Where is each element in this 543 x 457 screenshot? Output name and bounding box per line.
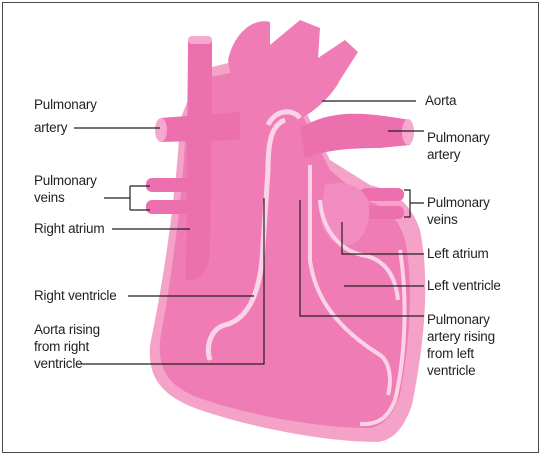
label-pulm-artery-rising-line1: Pulmonary (427, 312, 490, 328)
vena-cava-top (188, 36, 212, 44)
label-left-atrium: Left atrium (427, 246, 489, 262)
leader-pulmonary-veins-left (104, 186, 150, 210)
label-pulmonary-artery-right-line1: Pulmonary (427, 130, 490, 146)
label-aorta: Aorta (425, 93, 456, 109)
label-pulmonary-artery-left-line1: Pulmonary (34, 97, 97, 113)
label-aorta-rising-line3: ventricle (34, 356, 82, 372)
label-pulm-artery-rising-line4: ventricle (427, 363, 475, 379)
label-pulmonary-artery-right-line2: artery (427, 147, 460, 163)
label-pulm-artery-rising-line3: from left (427, 346, 474, 362)
label-pulmonary-veins-right-line1: Pulmonary (427, 195, 490, 211)
right-pulm-artery-end (402, 119, 414, 145)
label-pulmonary-veins-right-line2: veins (427, 212, 458, 228)
left-pulm-vein-lower (146, 200, 194, 214)
label-right-ventricle: Right ventricle (34, 288, 117, 304)
left-pulm-artery-end (155, 118, 167, 142)
vena-cava (186, 40, 212, 280)
label-pulmonary-artery-left-line2: artery (34, 120, 67, 136)
label-pulmonary-veins-left-line1: Pulmonary (34, 173, 97, 189)
label-pulm-artery-rising-line2: artery rising (427, 329, 495, 345)
label-aorta-rising-line2: from right (34, 339, 89, 355)
label-right-atrium: Right atrium (34, 221, 104, 237)
right-pulmonary-artery-vessel (300, 114, 410, 158)
label-left-ventricle: Left ventricle (427, 278, 501, 294)
label-pulmonary-veins-left-line2: veins (34, 190, 65, 206)
label-aorta-rising-line1: Aorta rising (34, 322, 100, 338)
left-pulm-vein-upper (146, 178, 194, 192)
left-pulmonary-artery-vessel (160, 112, 240, 142)
